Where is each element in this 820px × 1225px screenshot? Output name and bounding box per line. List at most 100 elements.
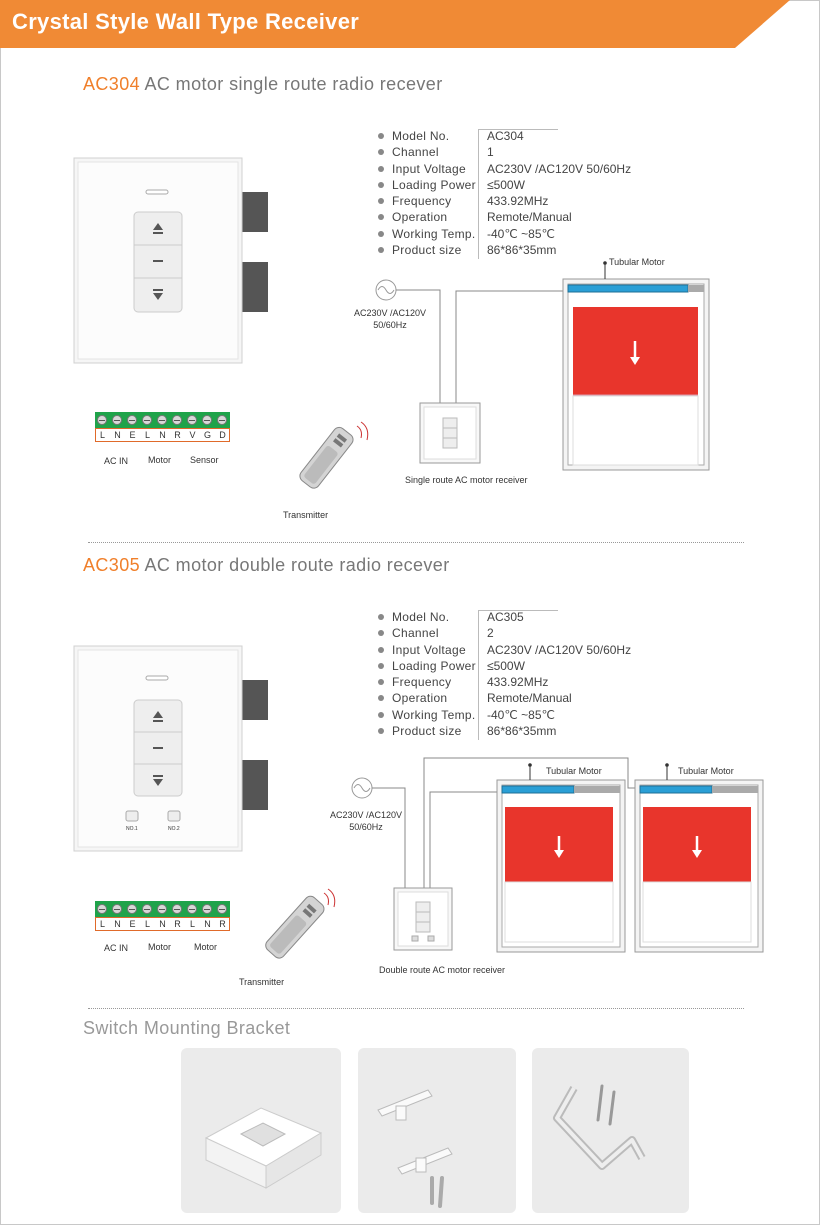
spec-key: Input Voltage — [392, 161, 466, 176]
spec-value: AC304 — [487, 129, 524, 143]
terminal-label: L — [99, 919, 105, 929]
ac305-power-label-2: 50/60Hz — [349, 822, 383, 832]
header-banner — [0, 0, 790, 48]
spec-value: -40℃ ~85℃ — [487, 707, 555, 722]
spec-key: Model No. — [392, 129, 450, 143]
spec-key: Operation — [392, 691, 448, 706]
ac304-remote-transmitter — [299, 421, 369, 489]
terminal-label: R — [174, 430, 181, 440]
ac305-motor-label-1: Tubular Motor — [546, 766, 602, 776]
spec-row: Loading Power ≤500W — [378, 178, 678, 194]
bracket-photo-box — [181, 1048, 341, 1213]
spec-value: AC305 — [487, 610, 524, 624]
spec-key: Loading Power — [392, 177, 476, 192]
ac304-power-label-2: 50/60Hz — [373, 320, 407, 330]
terminal-label: L — [144, 919, 150, 929]
ac305-power-label-1: AC230V /AC120V — [329, 810, 403, 820]
spec-key: Working Temp. — [392, 226, 476, 241]
spec-row: Product size 86*86*35mm — [378, 243, 678, 259]
spec-key: Channel — [392, 145, 439, 160]
spec-row: Loading Power ≤500W — [378, 659, 678, 675]
ac305-group-motor-2: Motor — [194, 942, 218, 952]
bracket-section-title: Switch Mounting Bracket — [83, 1018, 291, 1038]
spec-row: Model No. AC304 — [378, 129, 678, 145]
terminal-label: R — [174, 919, 181, 929]
terminal-label: E — [129, 430, 136, 440]
ac304-group-sensor: Sensor — [190, 455, 219, 465]
ac304-group-ac-in: AC IN — [104, 456, 129, 466]
spec-value: Remote/Manual — [487, 210, 572, 225]
spec-value: 433.92MHz — [487, 194, 549, 209]
spec-value: AC230V /AC120V 50/60Hz — [487, 642, 632, 657]
spec-value: 433.92MHz — [487, 675, 549, 690]
ac304-model-code: AC304 — [83, 74, 141, 94]
ac304-switch-photo — [73, 157, 268, 364]
ac305-switch-label-2: NO.2 — [168, 826, 180, 832]
bracket-metal-photo-box — [532, 1048, 689, 1213]
spec-key: Channel — [392, 626, 439, 641]
spec-row: Frequency 433.92MHz — [378, 194, 678, 210]
spec-key: Frequency — [392, 675, 452, 690]
ac304-transmitter-label: Transmitter — [283, 510, 329, 520]
terminal-label: N — [204, 919, 211, 929]
terminal-label: G — [203, 430, 211, 440]
ac304-group-motor: Motor — [148, 455, 172, 465]
ac304-terminal-block: L N E L N R V G D — [95, 412, 230, 450]
terminal-label: N — [159, 919, 166, 929]
ac305-switch-label-1: NO.1 — [126, 826, 138, 832]
spec-row: Model No. AC305 — [378, 610, 678, 626]
spec-key: Model No. — [392, 610, 450, 624]
ac305-section-title: AC305 AC motor double route radio receve… — [83, 555, 450, 576]
spec-row: Operation Remote/Manual — [378, 691, 678, 707]
ac304-wiring-diagram — [375, 261, 710, 471]
section-divider — [88, 542, 744, 543]
terminal-label: L — [99, 430, 105, 440]
ac305-group-ac-in: AC IN — [104, 943, 129, 953]
terminal-label: E — [129, 919, 136, 929]
ac305-switch-photo — [73, 645, 268, 852]
ac304-section-title: AC304 AC motor single route radio receve… — [83, 74, 443, 95]
spec-key: Product size — [392, 724, 462, 739]
terminal-label: L — [189, 919, 195, 929]
terminal-label: R — [219, 919, 226, 929]
spec-value: 1 — [487, 145, 494, 160]
section-divider — [88, 1008, 744, 1009]
ac305-remote-transmitter — [265, 888, 336, 959]
terminal-label: V — [189, 430, 196, 440]
spec-value: ≤500W — [487, 177, 525, 192]
spec-row: Channel 1 — [378, 145, 678, 161]
terminal-label: N — [159, 430, 166, 440]
ac305-group-motor-1: Motor — [148, 942, 172, 952]
spec-row: Product size 86*86*35mm — [378, 724, 678, 740]
spec-value: Remote/Manual — [487, 691, 572, 706]
spec-key: Working Temp. — [392, 707, 476, 722]
spec-row: Working Temp.-40℃ ~85℃ — [378, 227, 678, 243]
terminal-label: N — [114, 430, 121, 440]
spec-value: ≤500W — [487, 658, 525, 673]
ac304-power-label-1: AC230V /AC120V — [353, 308, 427, 318]
ac304-receiver-caption: Single route AC motor receiver — [405, 475, 528, 485]
spec-key: Product size — [392, 243, 462, 258]
spec-row: Operation Remote/Manual — [378, 210, 678, 226]
ac305-model-code: AC305 — [83, 555, 141, 575]
ac304-title-text: AC motor single route radio recever — [144, 74, 443, 94]
ac305-transmitter-label: Transmitter — [239, 977, 285, 987]
ac304-motor-label: Tubular Motor — [609, 257, 665, 267]
spec-value: 86*86*35mm — [487, 243, 557, 258]
ac305-wiring-diagram — [351, 757, 764, 953]
spec-key: Frequency — [392, 194, 452, 209]
bracket-parts-photo-box — [358, 1048, 516, 1213]
ac305-terminal-block: L N E L N R L N R — [95, 901, 230, 939]
spec-key: Operation — [392, 210, 448, 225]
page-title: Crystal Style Wall Type Receiver — [12, 9, 360, 34]
terminal-label: D — [219, 430, 226, 440]
spec-key: Loading Power — [392, 658, 476, 673]
spec-row: Working Temp. -40℃ ~85℃ — [378, 708, 678, 724]
spec-value: 86*86*35mm — [487, 724, 557, 739]
ac305-receiver-caption: Double route AC motor receiver — [379, 965, 506, 975]
